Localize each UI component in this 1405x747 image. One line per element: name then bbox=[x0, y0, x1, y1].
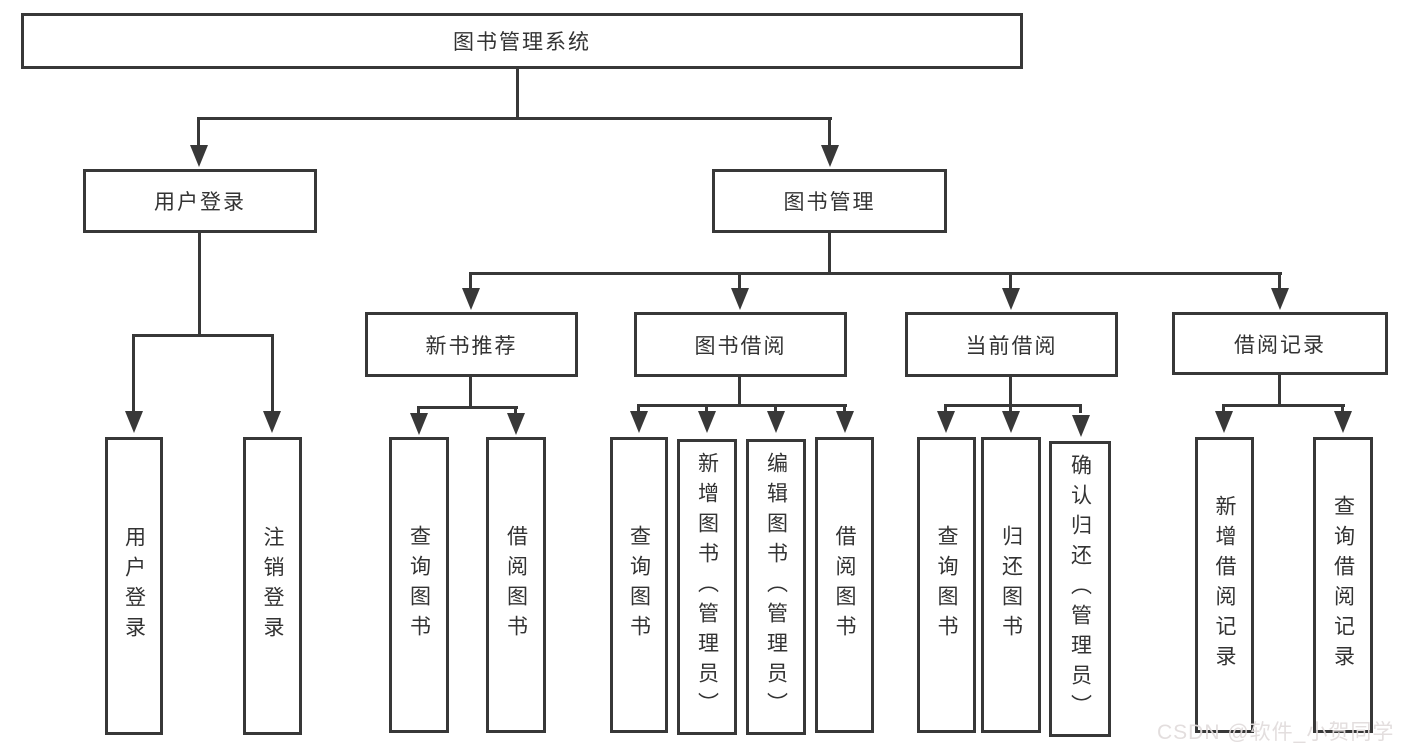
arrowhead-icon bbox=[125, 411, 143, 433]
node-book-borrow-label: 图书借阅 bbox=[694, 334, 787, 358]
connector-line bbox=[1278, 272, 1281, 290]
connector-line bbox=[469, 375, 472, 408]
arrowhead-icon bbox=[462, 288, 480, 310]
arrowhead-icon bbox=[698, 411, 716, 433]
connector-line bbox=[197, 117, 200, 147]
node-leaf-add-borrow-record: 新增借阅记录 bbox=[1195, 437, 1254, 733]
arrowhead-icon bbox=[821, 145, 839, 167]
connector-line bbox=[1278, 375, 1281, 406]
arrowhead-icon bbox=[1072, 415, 1090, 437]
connector-line bbox=[271, 334, 274, 411]
arrowhead-icon bbox=[937, 411, 955, 433]
node-leaf-borrow-books: 借阅图书 bbox=[815, 437, 874, 733]
connector-line bbox=[738, 272, 741, 290]
connector-line bbox=[469, 272, 472, 290]
connector-line bbox=[944, 404, 947, 413]
node-leaf-current-query-books: 查询图书 bbox=[917, 437, 976, 733]
connector-line bbox=[828, 233, 831, 274]
node-leaf-user-login-label: 用户登录 bbox=[122, 526, 146, 646]
node-borrow-records-label: 借阅记录 bbox=[1234, 333, 1326, 357]
node-leaf-confirm-return-admin-label: 确认归还（管理员） bbox=[1068, 454, 1092, 724]
connector-line bbox=[774, 404, 777, 413]
arrowhead-icon bbox=[1334, 411, 1352, 433]
arrowhead-icon bbox=[263, 411, 281, 433]
connector-line bbox=[705, 404, 708, 413]
node-leaf-query-borrow-record-label: 查询借阅记录 bbox=[1331, 495, 1355, 675]
node-leaf-rec-borrow-books-label: 借阅图书 bbox=[504, 525, 528, 645]
node-user-login-label: 用户登录 bbox=[154, 191, 246, 214]
arrowhead-icon bbox=[630, 411, 648, 433]
connector-line bbox=[637, 404, 640, 413]
csdn-watermark: CSDN @软件_小贺同学 bbox=[1157, 721, 1395, 744]
arrowhead-icon bbox=[410, 413, 428, 435]
connector-line bbox=[198, 233, 201, 336]
arrowhead-icon bbox=[836, 411, 854, 433]
node-leaf-rec-borrow-books: 借阅图书 bbox=[486, 437, 546, 733]
arrowhead-icon bbox=[731, 288, 749, 310]
node-leaf-rec-query-books-label: 查询图书 bbox=[407, 525, 431, 645]
connector-line bbox=[132, 334, 135, 411]
node-book-mgmt: 图书管理 bbox=[712, 169, 947, 233]
node-leaf-user-login: 用户登录 bbox=[105, 437, 163, 735]
node-new-book-rec-label: 新书推荐 bbox=[425, 334, 518, 358]
connector-line bbox=[514, 406, 517, 416]
arrowhead-icon bbox=[1215, 411, 1233, 433]
connector-line bbox=[637, 404, 847, 407]
node-leaf-edit-books-admin-label: 编辑图书（管理员） bbox=[764, 452, 788, 722]
arrowhead-icon bbox=[767, 411, 785, 433]
connector-line bbox=[417, 406, 518, 409]
node-current-borrow-label: 当前借阅 bbox=[965, 334, 1058, 358]
connector-line bbox=[1222, 404, 1345, 407]
connector-line bbox=[1009, 272, 1012, 290]
connector-line bbox=[1079, 404, 1082, 413]
connector-line bbox=[197, 117, 832, 120]
arrowhead-icon bbox=[1002, 411, 1020, 433]
node-root-label: 图书管理系统 bbox=[453, 31, 591, 54]
node-leaf-add-books-admin-label: 新增图书（管理员） bbox=[695, 452, 719, 722]
node-leaf-borrow-books-label: 借阅图书 bbox=[833, 525, 856, 645]
node-leaf-borrow-query-books-label: 查询图书 bbox=[627, 525, 651, 645]
connector-line bbox=[1009, 404, 1012, 413]
node-leaf-logout: 注销登录 bbox=[243, 437, 302, 735]
node-user-login: 用户登录 bbox=[83, 169, 317, 233]
node-book-borrow: 图书借阅 bbox=[634, 312, 847, 377]
connector-line bbox=[133, 334, 274, 337]
node-new-book-rec: 新书推荐 bbox=[365, 312, 578, 377]
node-leaf-edit-books-admin: 编辑图书（管理员） bbox=[746, 439, 806, 735]
node-leaf-rec-query-books: 查询图书 bbox=[389, 437, 449, 733]
node-leaf-return-books-label: 归还图书 bbox=[999, 525, 1023, 645]
node-leaf-borrow-query-books: 查询图书 bbox=[610, 437, 668, 733]
connector-line bbox=[843, 404, 846, 413]
arrowhead-icon bbox=[507, 413, 525, 435]
node-leaf-query-borrow-record: 查询借阅记录 bbox=[1313, 437, 1373, 733]
arrowhead-icon bbox=[1002, 288, 1020, 310]
connector-line bbox=[1009, 375, 1012, 406]
connector-line bbox=[469, 272, 1282, 275]
node-borrow-records: 借阅记录 bbox=[1172, 312, 1388, 375]
node-leaf-confirm-return-admin: 确认归还（管理员） bbox=[1049, 441, 1111, 737]
arrowhead-icon bbox=[190, 145, 208, 167]
connector-line bbox=[828, 117, 831, 147]
node-leaf-logout-label: 注销登录 bbox=[261, 526, 284, 646]
connector-line bbox=[516, 67, 519, 118]
connector-line bbox=[417, 406, 420, 416]
node-leaf-add-borrow-record-label: 新增借阅记录 bbox=[1213, 495, 1236, 675]
arrowhead-icon bbox=[1271, 288, 1289, 310]
node-current-borrow: 当前借阅 bbox=[905, 312, 1118, 377]
node-leaf-current-query-books-label: 查询图书 bbox=[935, 525, 958, 645]
node-root: 图书管理系统 bbox=[21, 13, 1023, 69]
connector-line bbox=[1341, 404, 1344, 413]
node-leaf-add-books-admin: 新增图书（管理员） bbox=[677, 439, 737, 735]
connector-line bbox=[1222, 404, 1225, 413]
connector-line bbox=[738, 375, 741, 406]
connector-line bbox=[944, 404, 1082, 407]
node-book-mgmt-label: 图书管理 bbox=[783, 191, 876, 214]
node-leaf-return-books: 归还图书 bbox=[981, 437, 1041, 733]
